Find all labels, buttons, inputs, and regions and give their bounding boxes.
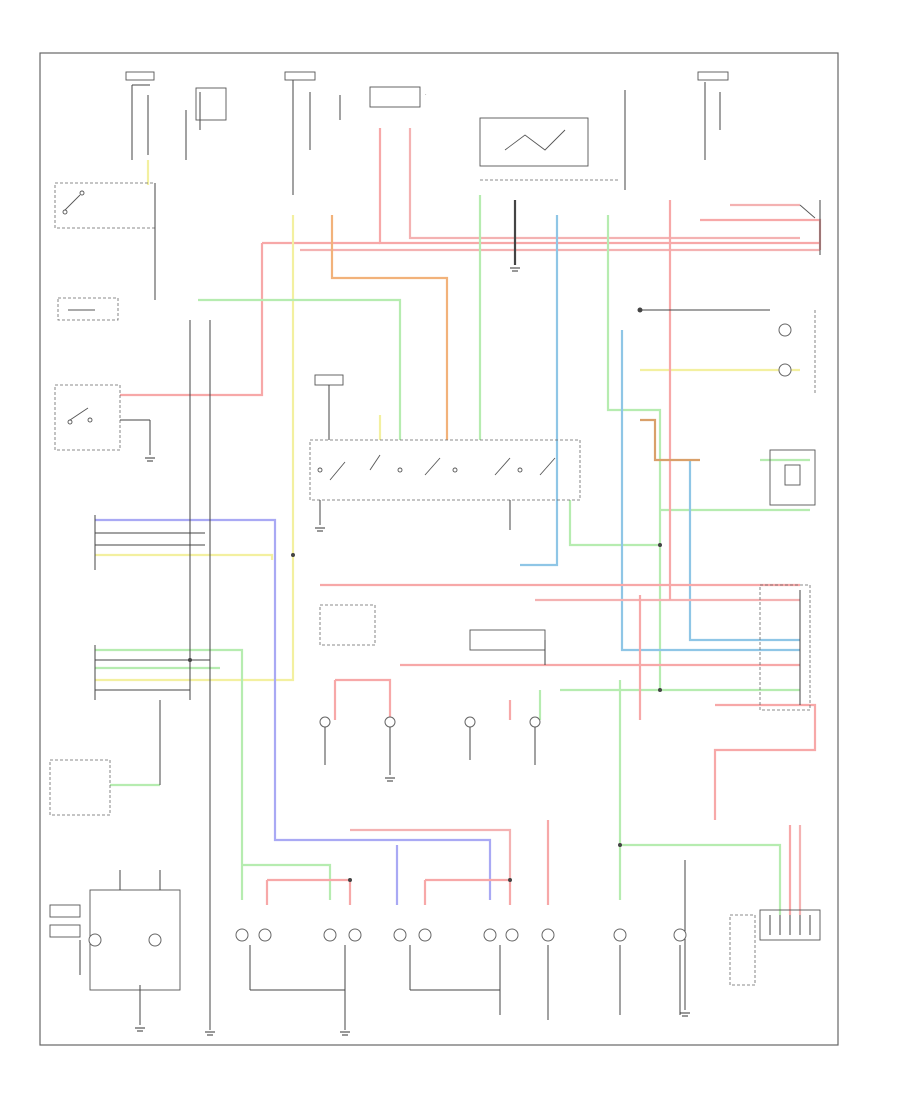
control-unit-bottom-left — [49, 700, 161, 816]
right-connector-top — [799, 200, 821, 255]
headlight-switch-assembly — [54, 384, 151, 455]
switch-block-left-2 — [57, 297, 119, 321]
center-switch-block — [309, 439, 581, 530]
bottom-lamp-ground-leads — [249, 945, 681, 1030]
bottom-lamp-row — [235, 928, 687, 942]
right-lamps-upper — [778, 310, 816, 395]
top-center-fuse-block: . — [284, 71, 427, 195]
orange-wire — [330, 215, 449, 440]
green-wire-switch-out — [568, 500, 660, 547]
relay-cluster-center — [319, 604, 546, 665]
green-wire-connector — [620, 843, 782, 915]
red-wire-lamp-a — [267, 878, 352, 905]
top-left-fuse-block — [125, 71, 227, 160]
top-right-fuse-block — [624, 71, 729, 190]
right-fuse-box — [769, 449, 816, 506]
yellow-wire-vertical — [95, 215, 295, 682]
splice-points — [188, 307, 662, 882]
lamp-bottom-left-1 — [88, 933, 102, 947]
right-harness-connector — [759, 584, 811, 711]
svg-text:.: . — [425, 91, 427, 97]
bottom-left-relay — [49, 870, 181, 1025]
red-wire-relay — [335, 678, 392, 720]
center-fuse — [314, 374, 344, 386]
yellow-wire-sensor — [95, 553, 274, 560]
lamp-bottom-left-2 — [148, 933, 162, 947]
red-wire-lamp-e — [350, 828, 512, 880]
diagram-frame — [39, 52, 839, 1046]
cyan-wire-1 — [520, 215, 559, 567]
green-wire-upper — [198, 298, 402, 440]
red-wire-lamp-c — [425, 878, 512, 905]
cyan-wire-2 — [620, 330, 800, 652]
sensor-connector-upper — [94, 515, 205, 570]
top-harness-red — [120, 128, 822, 397]
brown-wire-fuse — [640, 418, 700, 462]
red-wire-right-loop — [713, 703, 817, 820]
ground-symbols — [135, 267, 690, 1036]
green-wire-lamp-1 — [95, 648, 244, 900]
relay-box-top — [479, 117, 620, 181]
green-wire-lamp-2 — [242, 863, 332, 900]
brake-switch-assembly — [54, 182, 156, 300]
right-multi-connector — [729, 909, 821, 986]
lamp-row-middle — [319, 716, 541, 775]
blue-wire-main — [95, 518, 492, 900]
green-wire-right — [606, 215, 662, 690]
cyan-wire-3 — [688, 460, 800, 642]
